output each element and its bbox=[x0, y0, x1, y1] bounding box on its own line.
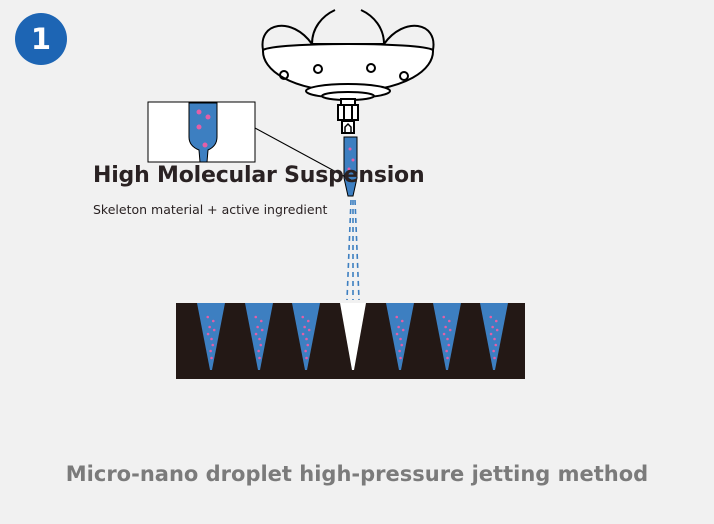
cavity-particle bbox=[489, 315, 493, 319]
cavity-particle bbox=[301, 332, 305, 336]
cavity-particle bbox=[400, 319, 404, 323]
mold-cavity-filled bbox=[292, 303, 320, 370]
cavity-particle bbox=[306, 319, 310, 323]
cavity-particle bbox=[208, 325, 211, 329]
nozzle-particle bbox=[348, 147, 352, 151]
suspension-title: High Molecular Suspension bbox=[93, 163, 425, 188]
cavity-particle bbox=[212, 328, 216, 332]
cavity-particle bbox=[210, 356, 213, 360]
cavity-particle bbox=[211, 319, 215, 323]
cavity-particle bbox=[447, 319, 451, 323]
droplet-spray bbox=[346, 199, 360, 301]
head-bolt-hole bbox=[399, 71, 409, 81]
jetting-head bbox=[261, 9, 435, 134]
nozzle-particle bbox=[351, 158, 355, 162]
cavity-particle bbox=[304, 349, 307, 353]
fitting-connector bbox=[341, 120, 355, 134]
cavity-particle bbox=[303, 325, 306, 329]
cavity-particle bbox=[401, 328, 405, 332]
cavity-particle bbox=[301, 315, 305, 319]
cavity-particle bbox=[489, 332, 493, 336]
cavity-particle bbox=[254, 315, 258, 319]
cavity-particle bbox=[395, 315, 399, 319]
nozzle-body bbox=[343, 136, 358, 197]
cavity-particle bbox=[494, 319, 498, 323]
mold-cavity-filled bbox=[433, 303, 461, 370]
suspension-description: Skeleton material + active ingredient bbox=[93, 202, 328, 217]
cavity-particle bbox=[206, 315, 210, 319]
microneedle-mold bbox=[176, 303, 525, 379]
cavity-particle bbox=[307, 328, 311, 332]
cavity-particle bbox=[494, 343, 498, 347]
head-body bbox=[261, 43, 435, 94]
head-dome bbox=[261, 9, 435, 51]
cavity-particle bbox=[448, 328, 452, 332]
head-bolt-hole bbox=[366, 63, 376, 73]
mold-cavity-empty bbox=[340, 303, 366, 370]
cavity-particle bbox=[260, 328, 264, 332]
callout-particle bbox=[196, 124, 202, 130]
step-number-badge: 1 bbox=[15, 13, 67, 65]
cavity-particle bbox=[305, 356, 308, 360]
cavity-particle bbox=[491, 325, 494, 329]
head-bolt-hole bbox=[279, 70, 289, 80]
cavity-particle bbox=[447, 343, 451, 347]
cavity-particle bbox=[493, 356, 496, 360]
cavity-particle bbox=[399, 356, 402, 360]
mold-cavity-filled bbox=[386, 303, 414, 370]
cavity-particle bbox=[306, 343, 310, 347]
cavity-particle bbox=[211, 343, 215, 347]
callout-particle bbox=[196, 109, 202, 115]
diagram-caption: Micro-nano droplet high-pressure jetting… bbox=[65, 462, 649, 486]
nozzle-particle bbox=[347, 167, 351, 171]
cavity-particle bbox=[209, 349, 212, 353]
cavity-particle bbox=[446, 337, 449, 341]
cavity-particle bbox=[493, 337, 496, 341]
cavity-particle bbox=[444, 325, 447, 329]
callout-particle bbox=[205, 114, 211, 120]
cavity-particle bbox=[258, 356, 261, 360]
cavity-particle bbox=[445, 349, 448, 353]
cavity-particle bbox=[257, 349, 260, 353]
cavity-particle bbox=[259, 319, 263, 323]
callout-particle bbox=[202, 142, 208, 148]
cavity-particle bbox=[206, 332, 210, 336]
cavity-particle bbox=[256, 325, 259, 329]
cavity-particle bbox=[258, 337, 261, 341]
fitting-nut bbox=[337, 104, 359, 121]
cavity-particle bbox=[446, 356, 449, 360]
mold-cavity-filled bbox=[480, 303, 508, 370]
cavity-particle bbox=[400, 343, 404, 347]
cavity-particle bbox=[305, 337, 308, 341]
cavity-particle bbox=[495, 328, 499, 332]
cavity-particle bbox=[399, 337, 402, 341]
cavity-particle bbox=[442, 332, 446, 336]
zoom-callout bbox=[147, 101, 352, 181]
cavity-particle bbox=[397, 325, 400, 329]
head-bolt-hole bbox=[313, 64, 323, 74]
mold-cavity-filled bbox=[245, 303, 273, 370]
cavity-particle bbox=[259, 343, 263, 347]
cavity-particle bbox=[254, 332, 258, 336]
cavity-particle bbox=[395, 332, 399, 336]
cavity-particle bbox=[210, 337, 213, 341]
cavity-particle bbox=[492, 349, 495, 353]
mold-cavity-filled bbox=[197, 303, 225, 370]
callout-leader-line bbox=[254, 127, 352, 181]
cavity-particle bbox=[442, 315, 446, 319]
cavity-particle bbox=[398, 349, 401, 353]
nozzle bbox=[343, 136, 358, 197]
